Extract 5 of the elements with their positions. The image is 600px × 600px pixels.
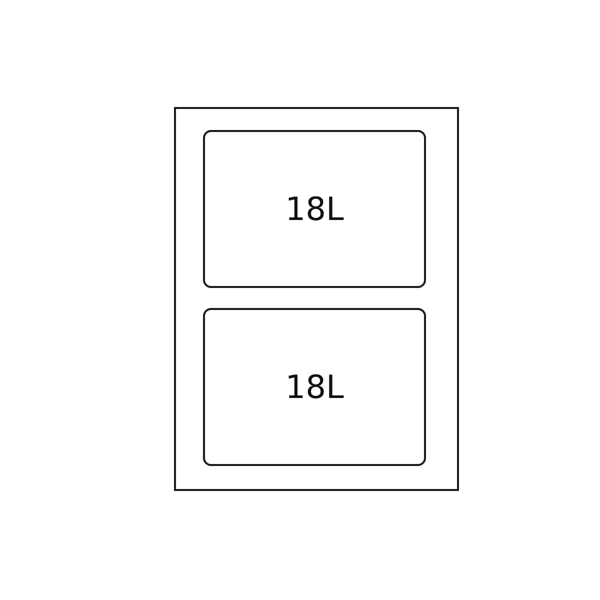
- bin-compartment: [203, 130, 426, 288]
- outer-frame: [174, 107, 459, 491]
- capacity-label: 18L: [285, 190, 344, 228]
- capacity-label: 18L: [285, 368, 344, 406]
- bin-compartment: [203, 308, 426, 466]
